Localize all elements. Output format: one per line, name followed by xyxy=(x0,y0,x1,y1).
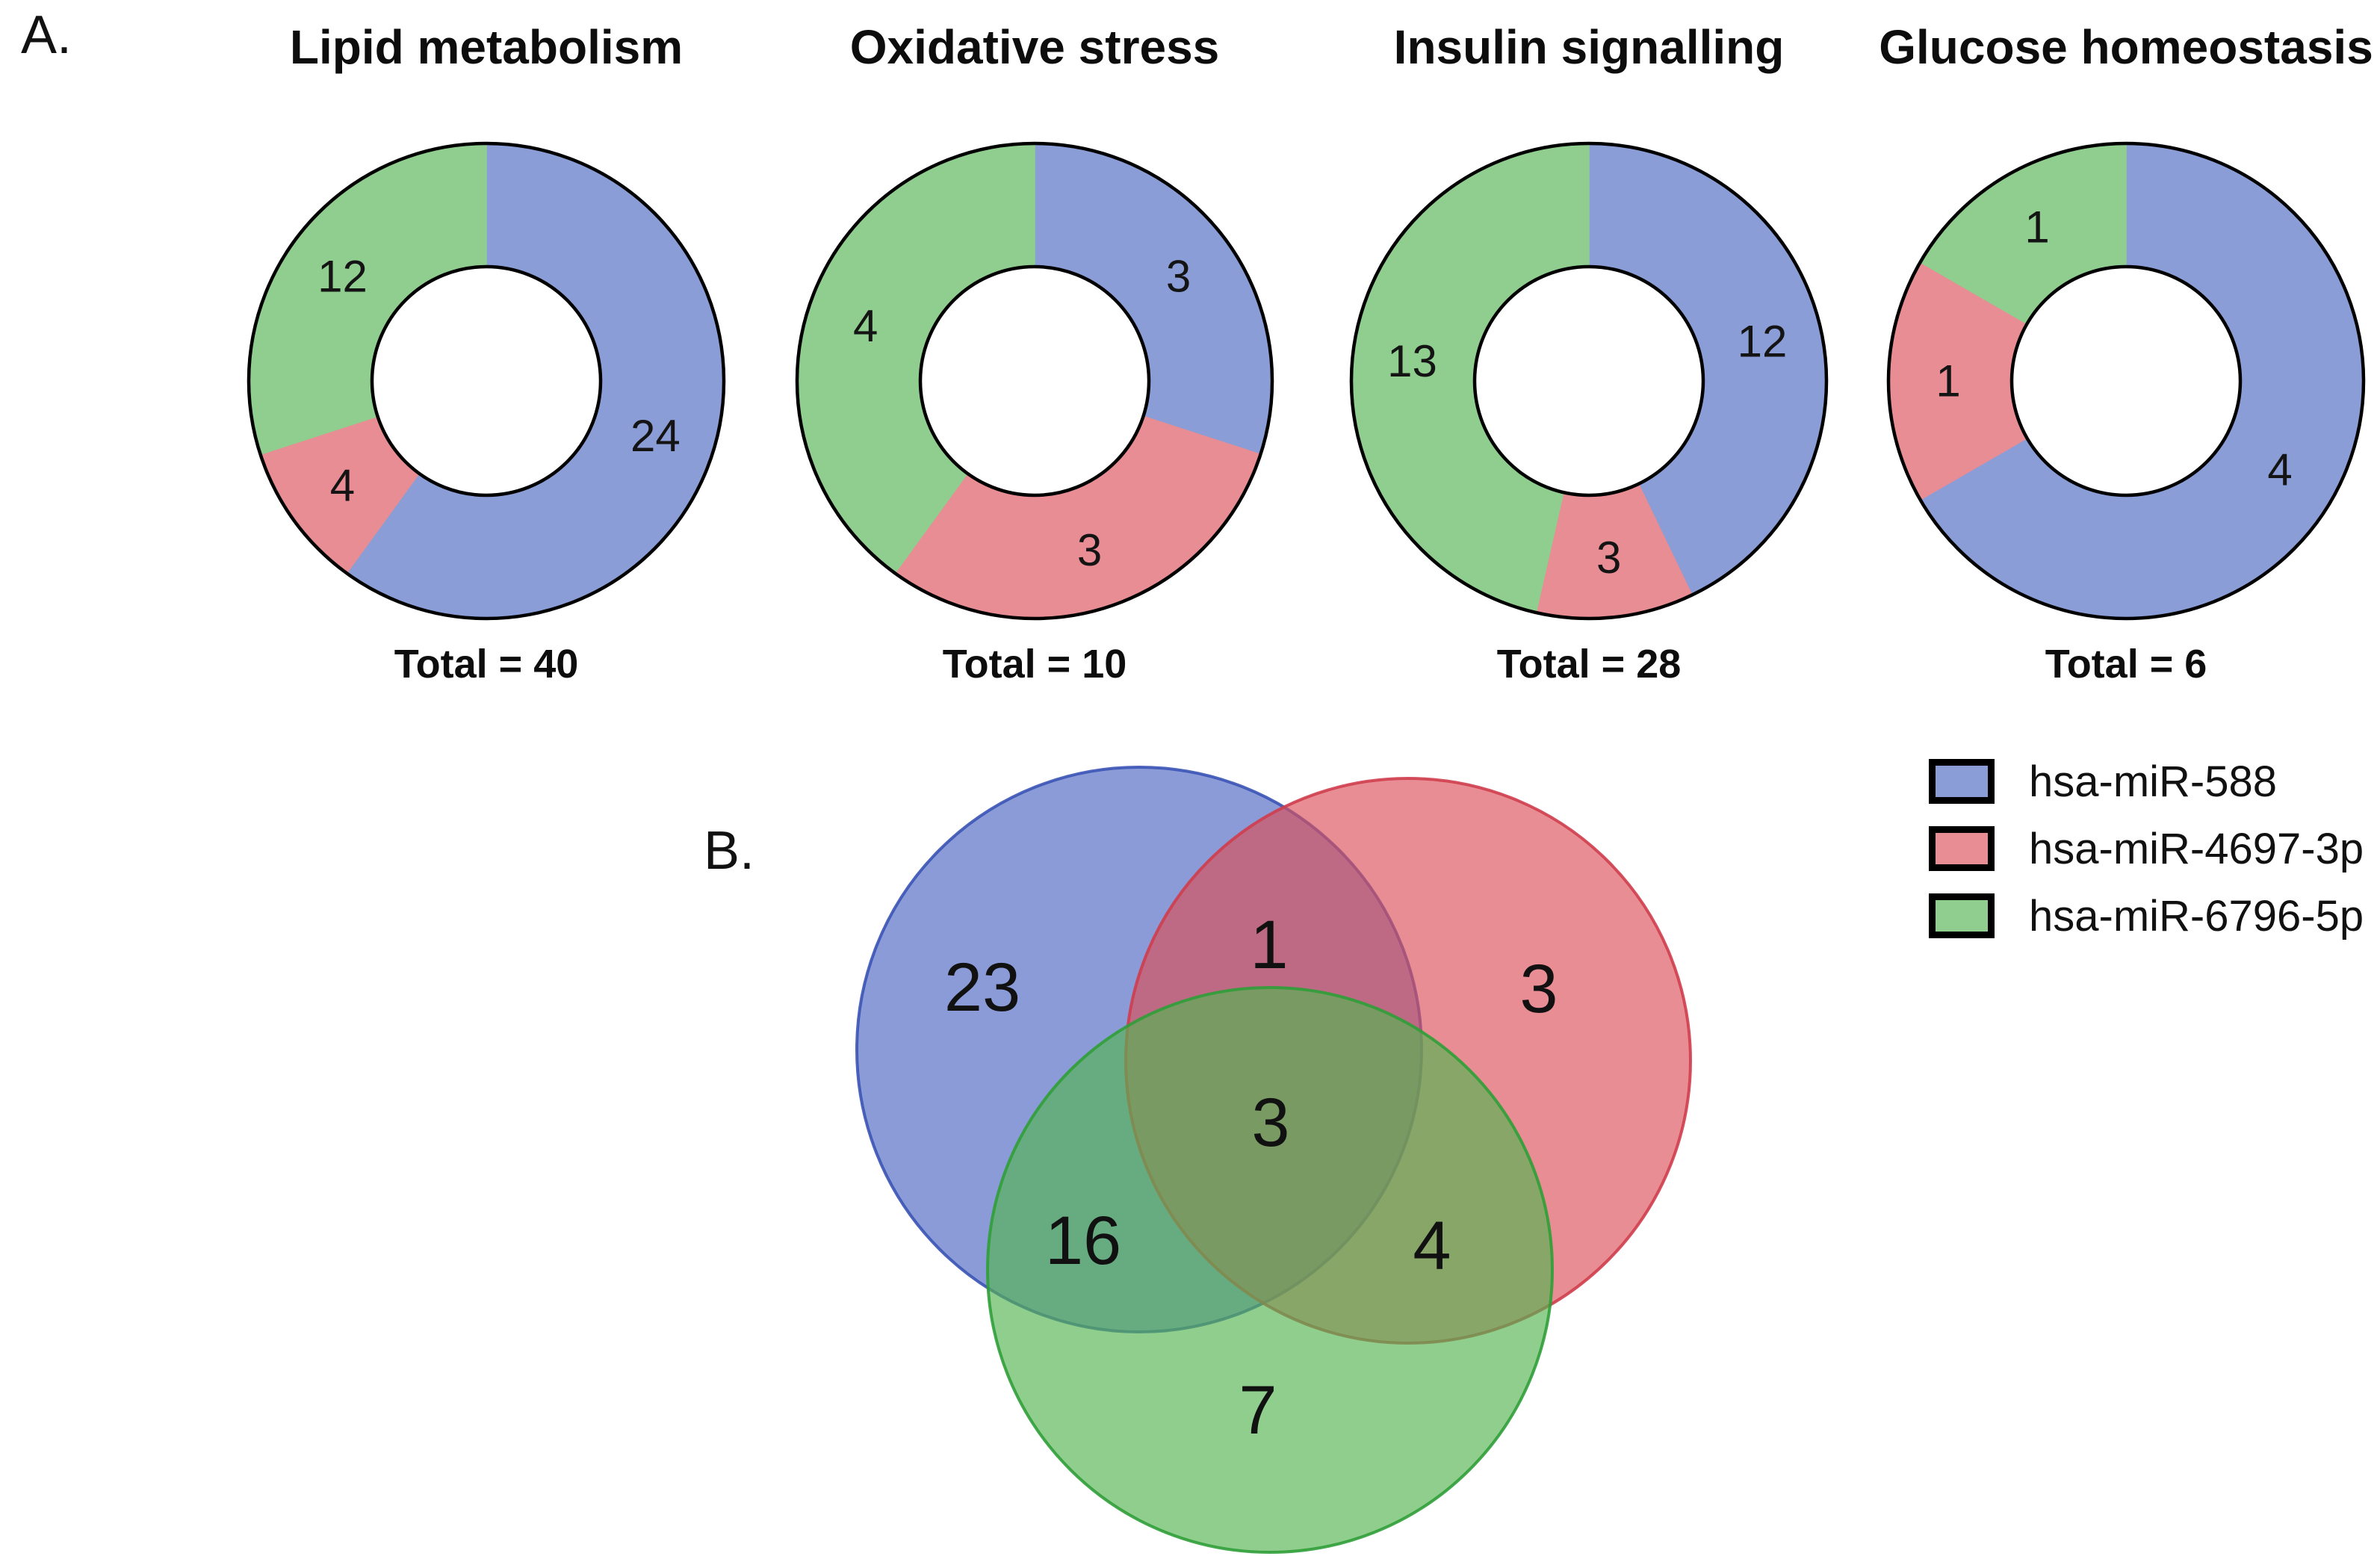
chart-total-label: Total = 40 xyxy=(394,642,579,687)
venn-region-value-hsa-miR-6796-5p: 7 xyxy=(1239,1372,1277,1448)
donut-svg: 24 4 12 xyxy=(247,141,726,621)
segment-value-label: 3 xyxy=(1596,533,1621,583)
donut-chart-oxidative-stress: 3 3 4 xyxy=(781,127,1289,635)
donut-svg: 12 3 13 xyxy=(1349,141,1829,621)
legend-swatch-red-icon xyxy=(1929,826,1995,871)
donut-chart-lipid-metabolism: 24 4 12 xyxy=(232,127,740,635)
donut-chart-glucose-homeostasis: 4 1 1 xyxy=(1872,127,2380,635)
donut-inner-rim xyxy=(1472,264,1705,498)
donut-chart-group-insulin-signalling: Insulin signalling 12 3 13 Total = 28 xyxy=(1335,0,1843,717)
donut-outer-rim xyxy=(1886,141,2366,621)
legend-swatch-blue-icon xyxy=(1929,759,1995,804)
chart-title: Insulin signalling xyxy=(1393,20,1785,74)
chart-title: Lipid metabolism xyxy=(289,20,684,74)
donut-segment-hsa-miR-4697-3p xyxy=(894,415,1262,619)
chart-total-label: Total = 28 xyxy=(1496,642,1682,687)
donut-chart-group-oxidative-stress: Oxidative stress 3 3 4 Total = 10 xyxy=(781,0,1289,717)
donut-svg: 3 3 4 xyxy=(795,141,1274,621)
legend-item-hsa-miR-6796-5p: hsa-miR-6796-5p xyxy=(1929,891,2364,940)
legend-label: hsa-miR-6796-5p xyxy=(2029,891,2364,940)
donut-svg: 4 1 1 xyxy=(1886,141,2366,621)
segment-value-label: 24 xyxy=(630,411,681,461)
segment-value-label: 3 xyxy=(1166,252,1191,302)
legend-swatch-green-icon xyxy=(1929,893,1995,938)
chart-title: Oxidative stress xyxy=(849,20,1220,74)
panel-b-label: B. xyxy=(704,821,755,881)
segment-value-label: 4 xyxy=(2267,445,2292,495)
legend-label: hsa-miR-588 xyxy=(2029,757,2277,806)
segment-value-label: 12 xyxy=(1738,317,1788,367)
legend-item-hsa-miR-588: hsa-miR-588 xyxy=(1929,757,2364,806)
donut-outer-rim xyxy=(1349,141,1829,621)
donut-inner-rim xyxy=(2009,264,2243,498)
segment-value-label: 4 xyxy=(330,460,355,510)
segment-value-label: 1 xyxy=(1936,356,1960,406)
donut-chart-group-lipid-metabolism: Lipid metabolism 24 4 12 Total = 40 xyxy=(232,0,740,717)
legend-item-hsa-miR-4697-3p: hsa-miR-4697-3p xyxy=(1929,824,2364,873)
donut-inner-rim xyxy=(918,264,1151,498)
segment-value-label: 1 xyxy=(2024,202,2049,252)
legend: hsa-miR-588 hsa-miR-4697-3p hsa-miR-6796… xyxy=(1929,757,2364,961)
donut-outer-rim xyxy=(247,141,726,621)
venn-circle-hsa-miR-6796-5p xyxy=(986,986,1554,1554)
venn-region-value-hsa-miR-588+hsa-miR-4697-3p+hsa-miR-6796-5p: 3 xyxy=(1251,1085,1289,1161)
donut-outer-rim xyxy=(795,141,1274,621)
chart-title: Glucose homeostasis xyxy=(1879,20,2373,74)
donut-chart-group-glucose-homeostasis: Glucose homeostasis 4 1 1 Total = 6 xyxy=(1872,0,2380,717)
donut-segment-hsa-miR-6796-5p xyxy=(248,143,487,456)
venn-region-value-hsa-miR-4697-3p+hsa-miR-6796-5p: 4 xyxy=(1413,1208,1451,1284)
segment-value-label: 12 xyxy=(317,252,368,302)
segment-value-label: 4 xyxy=(853,301,878,351)
panel-a-label: A. xyxy=(21,5,72,65)
legend-label: hsa-miR-4697-3p xyxy=(2029,824,2364,873)
venn-region-value-hsa-miR-588+hsa-miR-4697-3p: 1 xyxy=(1250,907,1288,983)
donut-segment-hsa-miR-588 xyxy=(1034,143,1273,456)
segment-value-label: 3 xyxy=(1077,525,1102,575)
venn-region-value-hsa-miR-4697-3p: 3 xyxy=(1519,951,1558,1027)
segment-value-label: 13 xyxy=(1387,336,1437,386)
donut-chart-insulin-signalling: 12 3 13 xyxy=(1335,127,1843,635)
chart-total-label: Total = 10 xyxy=(942,642,1127,687)
chart-total-label: Total = 6 xyxy=(2045,642,2207,687)
venn-region-value-hsa-miR-588: 23 xyxy=(944,949,1020,1026)
venn-region-value-hsa-miR-588+hsa-miR-6796-5p: 16 xyxy=(1045,1203,1121,1279)
donut-inner-rim xyxy=(370,264,603,498)
